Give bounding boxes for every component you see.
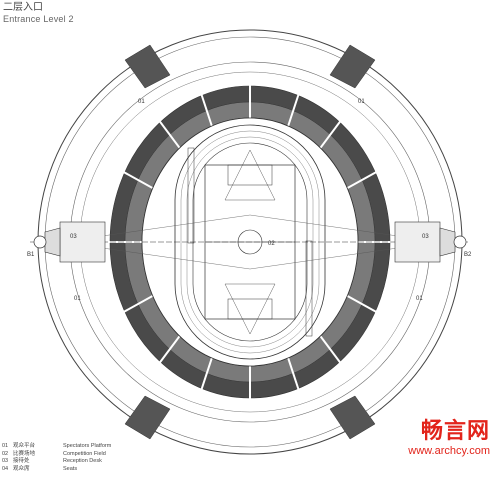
label-desk-right: 03 xyxy=(422,234,429,240)
title-block: 二层入口 Entrance Level 2 xyxy=(3,2,74,25)
penalty-box-bottom xyxy=(227,298,273,320)
penalty-box-top xyxy=(227,164,273,186)
watermark: 畅言网 www.archcy.com xyxy=(408,419,490,458)
label-platform-bottom-right: 01 xyxy=(416,296,423,302)
runway-left xyxy=(187,147,195,244)
entrance-wing-left xyxy=(44,221,106,263)
legend-en: Reception Desk xyxy=(63,458,102,464)
watermark-brand: 畅言网 xyxy=(420,419,490,444)
throwing-sector-bottom xyxy=(224,283,276,335)
legend-en: Competition Field xyxy=(63,450,106,457)
watermark-url: www.archcy.com xyxy=(408,445,490,457)
label-axis-right: B2 xyxy=(464,252,472,258)
plan-title-en: Entrance Level 2 xyxy=(3,14,74,24)
legend-num: 04 xyxy=(2,465,9,472)
legend: 01 观众平台 Spectators Platform 02 比赛场地 Comp… xyxy=(2,443,153,473)
plan-title-zh: 二层入口 xyxy=(3,2,43,13)
stair-bottom-right xyxy=(329,395,376,440)
entrance-wing-right xyxy=(394,221,456,263)
legend-en: Seats xyxy=(63,465,78,472)
legend-num: 01 xyxy=(2,443,9,449)
label-platform-top-left: 01 xyxy=(138,99,145,105)
legend-en: Spectators Platform xyxy=(63,443,112,449)
axis-node-left xyxy=(33,235,47,249)
axis-node-right xyxy=(453,235,467,249)
throwing-sector-top xyxy=(224,149,276,201)
stair-top-left xyxy=(124,44,171,89)
label-desk-left: 03 xyxy=(70,234,77,240)
legend-zh: 接待处 xyxy=(13,458,30,464)
legend-row: 02 比赛场地 Competition Field xyxy=(2,451,153,459)
legend-zh: 比赛场地 xyxy=(13,450,36,457)
legend-zh: 观众平台 xyxy=(13,443,36,449)
legend-row: 04 观众席 Seats xyxy=(2,466,153,474)
label-field: 02 xyxy=(268,241,275,247)
legend-num: 02 xyxy=(2,450,9,457)
stair-bottom-left xyxy=(124,395,171,440)
label-axis-left: B1 xyxy=(27,252,35,258)
runway-right xyxy=(305,240,313,337)
legend-num: 03 xyxy=(2,458,9,464)
label-platform-bottom-left: 01 xyxy=(74,296,81,302)
legend-zh: 观众席 xyxy=(13,465,30,472)
legend-row: 01 观众平台 Spectators Platform xyxy=(2,443,153,451)
label-platform-top-right: 01 xyxy=(358,99,365,105)
legend-row: 03 接待处 Reception Desk xyxy=(2,458,153,466)
stair-top-right xyxy=(329,44,376,89)
